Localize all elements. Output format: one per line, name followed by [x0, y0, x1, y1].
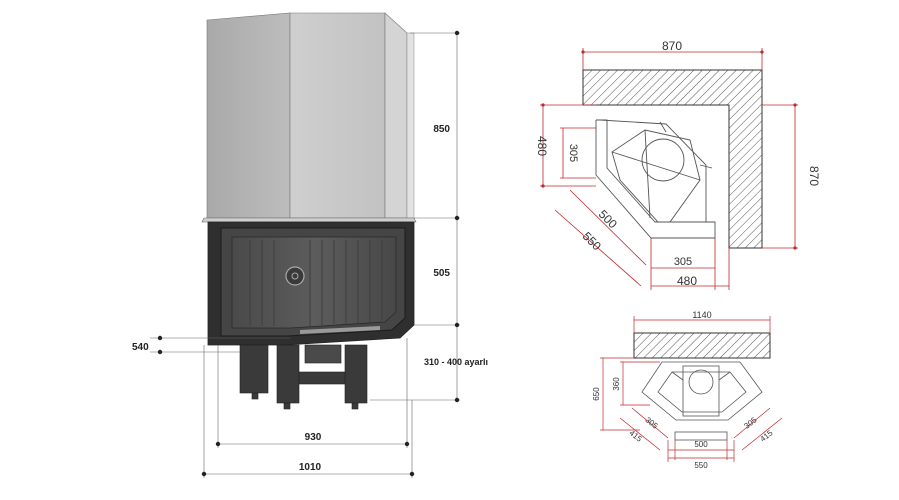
dim-leg-height: 310 - 400 ayarlı — [424, 357, 488, 367]
fireplace-3d — [201, 12, 417, 410]
plan-top-flue-icon — [641, 138, 685, 182]
plan-top-dim-left-outer: 480 — [535, 136, 549, 156]
dim-chimney-height: 850 — [433, 124, 450, 135]
dim-firebox-height: 505 — [433, 268, 450, 279]
top-plate — [201, 217, 417, 223]
plan-bottom-flue-icon — [688, 369, 714, 395]
plan-bottom-dim-right-diag-inner: 305 — [742, 415, 758, 431]
plan-bottom-dim-right-diag-outer: 415 — [758, 428, 774, 444]
chimney-right-face — [384, 12, 408, 219]
door-bottom-strip — [300, 326, 380, 334]
door-handle-icon — [285, 266, 305, 286]
plan-bottom-fireplace — [641, 361, 763, 441]
plan-top-dim-diag-inner: 500 — [596, 207, 620, 231]
plan-bottom-dim-depth-inner: 360 — [612, 377, 621, 391]
plan-bottom: 1140 650 360 305 415 305 415 500 550 — [592, 310, 783, 470]
plan-top-dim-top: 870 — [662, 39, 682, 53]
glass-ribs — [249, 240, 383, 326]
plan-bottom-dim-left-diag-outer: 415 — [628, 428, 644, 444]
dim-width-outer: 1010 — [299, 462, 322, 473]
plan-top-dim-right: 870 — [807, 166, 821, 186]
fireplace-dimensions — [150, 32, 460, 478]
plan-bottom-dim-left-diag-inner: 305 — [644, 415, 660, 431]
base-stand — [239, 344, 368, 410]
dim-width-inner: 930 — [305, 432, 322, 443]
chimney-left-face — [206, 12, 291, 219]
plan-bottom-wall — [633, 332, 771, 359]
plan-top-dim-left-inner: 305 — [567, 144, 579, 162]
dim-depth: 540 — [132, 342, 149, 353]
door-glass — [231, 236, 397, 329]
plan-bottom-dim-width: 1140 — [692, 310, 711, 320]
chimney-edge — [406, 32, 415, 219]
plan-top-dim-bottom-inner: 305 — [674, 256, 692, 268]
plan-top-fireplace — [595, 119, 716, 239]
plan-bottom-dim-front-inner: 500 — [694, 440, 708, 449]
chimney-front-face — [289, 12, 386, 219]
plan-top-dim-bottom-outer: 480 — [677, 274, 697, 288]
plan-bottom-dim-front-outer: 550 — [694, 461, 708, 470]
plan-top: 870 870 480 305 500 550 305 480 — [535, 39, 821, 290]
plan-bottom-dim-depth-outer: 650 — [592, 387, 601, 401]
